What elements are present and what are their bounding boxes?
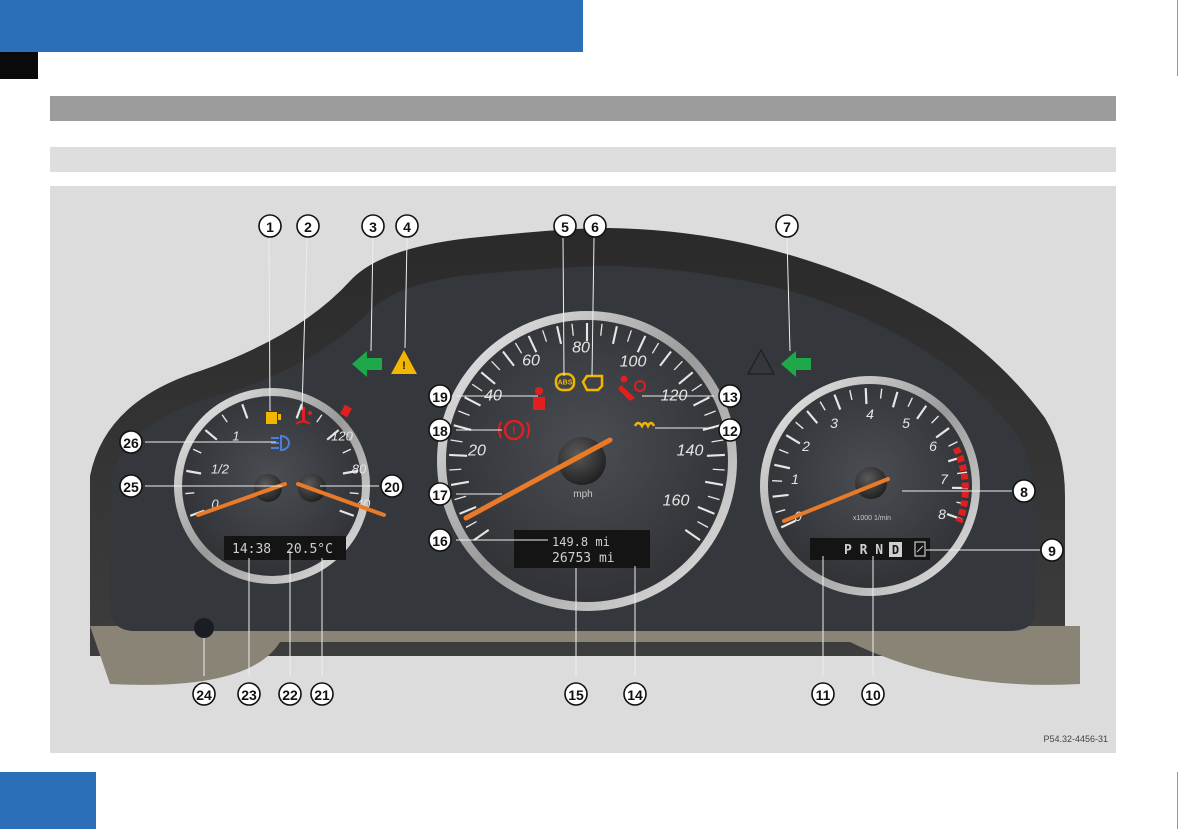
callout-number-7: 7 — [783, 219, 791, 235]
callout-number-24: 24 — [196, 687, 212, 703]
callout-number-5: 5 — [561, 219, 569, 235]
subsection-heading-bar — [50, 147, 1116, 172]
speed-unit: mph — [573, 489, 592, 500]
rpm-label-8: 8 — [938, 506, 946, 522]
callout-number-21: 21 — [314, 687, 330, 703]
callout-number-13: 13 — [722, 389, 738, 405]
crop-mark — [1177, 0, 1178, 76]
header-band — [0, 0, 583, 52]
trip-reset-button — [194, 618, 214, 638]
callout-number-25: 25 — [123, 479, 139, 495]
speed-label-60: 60 — [522, 353, 540, 370]
clock-display: 14:38 — [232, 542, 271, 557]
callout-number-20: 20 — [384, 479, 400, 495]
speedometer: 20 40 60 80 100 120 140 160 mph ! ABS 14… — [437, 311, 737, 611]
callout-number-1: 1 — [266, 219, 274, 235]
rpm-label-7: 7 — [940, 471, 949, 487]
rpm-label-6: 6 — [929, 438, 937, 454]
rpm-label-1: 1 — [791, 471, 799, 487]
speed-label-20: 20 — [467, 443, 486, 460]
callout-number-3: 3 — [369, 219, 377, 235]
figure-code: P54.32-4456-31 — [1043, 734, 1108, 744]
rpm-label-5: 5 — [902, 415, 910, 431]
fuel-label-full: 1 — [232, 429, 239, 444]
svg-text:!: ! — [402, 360, 406, 372]
callout-number-16: 16 — [432, 533, 448, 549]
callout-number-26: 26 — [123, 435, 139, 451]
callout-number-15: 15 — [568, 687, 584, 703]
callout-number-9: 9 — [1048, 543, 1056, 559]
page-number-tab — [0, 772, 96, 829]
temp-label-80: 80 — [352, 462, 367, 477]
callout-number-19: 19 — [432, 389, 448, 405]
dial-tick — [866, 388, 867, 404]
dial-tick — [707, 455, 725, 456]
callout-number-11: 11 — [816, 687, 831, 703]
total-odometer-display: 26753 mi — [552, 551, 615, 566]
dial-tick — [449, 455, 467, 456]
callout-number-4: 4 — [403, 219, 411, 235]
gear-selector-selected: D — [892, 543, 899, 557]
speed-label-80: 80 — [572, 340, 590, 357]
dial-tick — [350, 493, 359, 494]
svg-text:!: ! — [512, 425, 516, 437]
speed-label-140: 140 — [677, 443, 704, 460]
speed-label-160: 160 — [663, 493, 690, 510]
trip-odometer-display: 149.8 mi — [552, 535, 610, 549]
callout-number-22: 22 — [282, 687, 298, 703]
section-heading-bar — [50, 96, 1116, 121]
gear-selector-prn: P R N — [844, 543, 883, 558]
instrument-cluster-illustration: 0 1/2 1 40 80 120 14:38 20.5°C 20 40 60 … — [50, 186, 1116, 753]
speed-label-100: 100 — [620, 354, 647, 371]
dial-tick — [449, 469, 461, 470]
callout-number-10: 10 — [865, 687, 881, 703]
callout-number-18: 18 — [432, 423, 448, 439]
dial-tick — [772, 481, 782, 482]
rpm-label-3: 3 — [830, 415, 838, 431]
fuel-label-half: 1/2 — [211, 462, 230, 477]
callout-number-23: 23 — [241, 687, 257, 703]
dial-tick — [713, 469, 725, 470]
callout-number-17: 17 — [432, 487, 448, 503]
callout-number-14: 14 — [627, 687, 643, 703]
callout-number-12: 12 — [722, 423, 738, 439]
tachometer: 0 1 2 3 4 5 6 7 8 x1000 1/min P R N D — [760, 376, 980, 596]
callout-number-2: 2 — [304, 219, 312, 235]
rpm-label-2: 2 — [801, 438, 810, 454]
outside-temperature-display: 20.5°C — [286, 542, 333, 557]
callout-number-6: 6 — [591, 219, 599, 235]
page-corner-marker — [0, 52, 38, 79]
temp-label-120: 120 — [331, 429, 353, 444]
dial-tick — [185, 493, 194, 494]
rpm-label-4: 4 — [866, 406, 874, 422]
crop-mark — [1177, 772, 1178, 829]
rpm-unit: x1000 1/min — [853, 515, 891, 522]
callout-number-8: 8 — [1020, 484, 1028, 500]
svg-text:ABS: ABS — [558, 380, 573, 387]
